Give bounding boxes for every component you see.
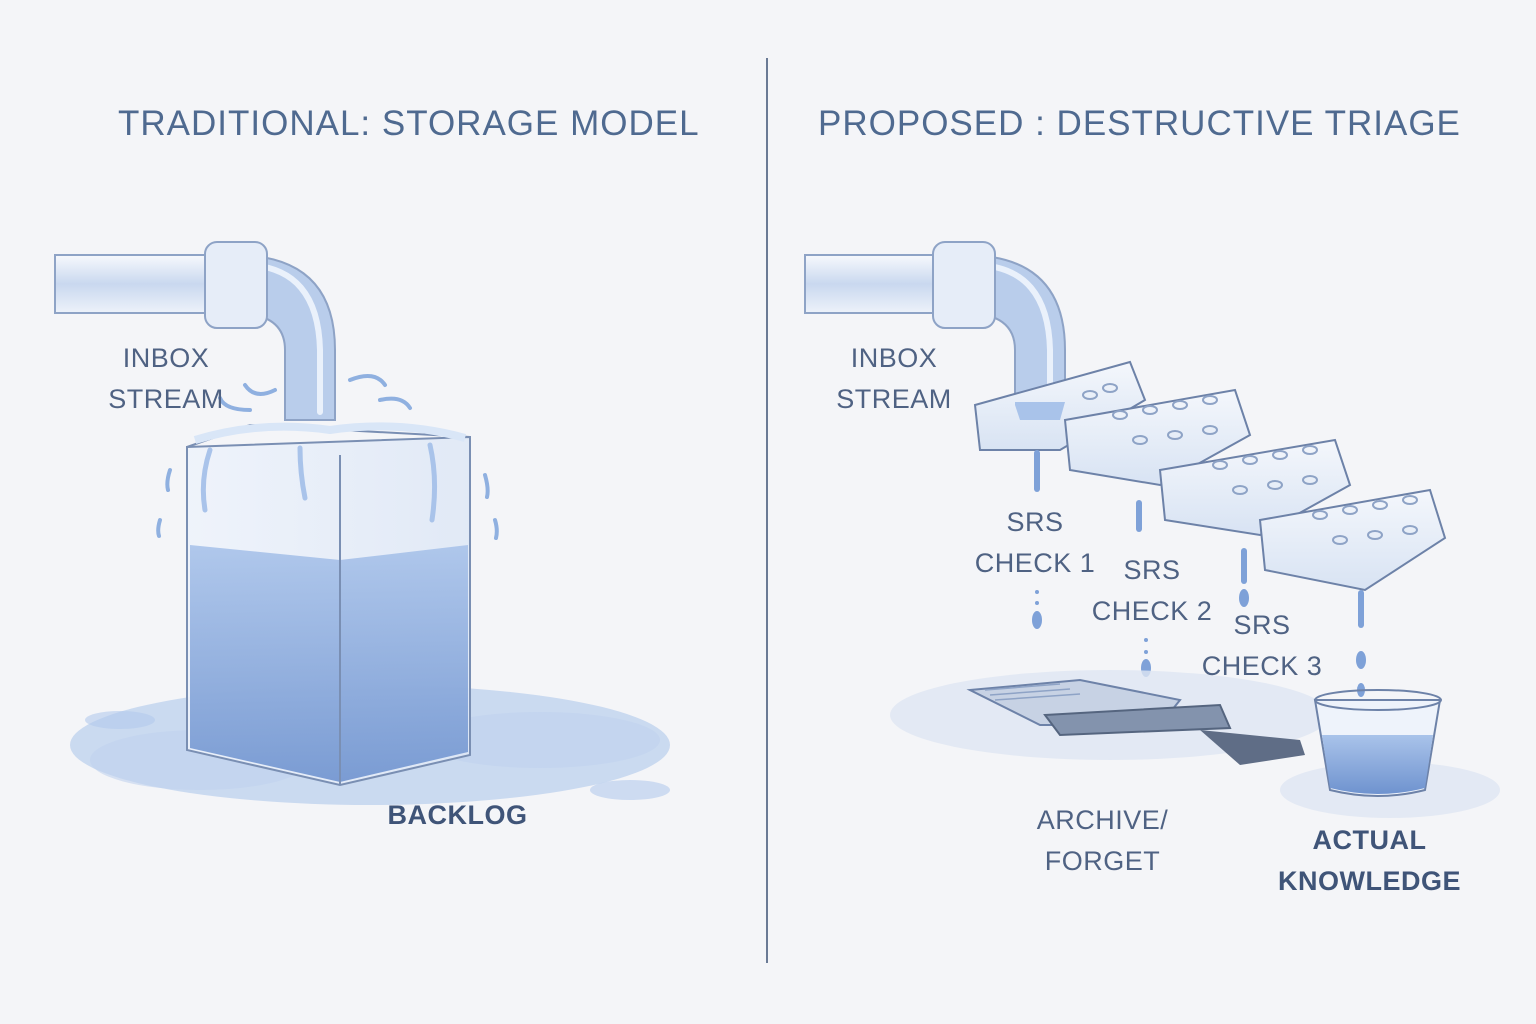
left-inbox-label: INBOX STREAM [108, 343, 224, 414]
right-title: PROPOSED : DESTRUCTIVE TRIAGE [818, 104, 1461, 143]
check-1-label: SRS CHECK 1 [974, 507, 1096, 578]
triage-sieve-steps [973, 360, 1447, 592]
panel-divider [766, 58, 768, 963]
backlog-label: BACKLOG [387, 800, 528, 830]
knowledge-glass [1280, 689, 1500, 818]
triage-drips [1032, 450, 1366, 717]
right-inbox-label: INBOX STREAM [836, 343, 952, 414]
check-3-label: SRS CHECK 3 [1201, 610, 1323, 681]
right-inbox-pipe [804, 241, 1066, 406]
left-inbox-pipe [54, 241, 336, 421]
archive-shredder [890, 670, 1330, 765]
backlog-tank [156, 374, 499, 787]
left-title: TRADITIONAL: STORAGE MODEL [118, 104, 700, 143]
check-2-label: SRS CHECK 2 [1091, 555, 1213, 626]
archive-forget-label: ARCHIVE/ FORGET [1036, 805, 1169, 876]
actual-knowledge-label: ACTUAL KNOWLEDGE [1278, 825, 1461, 896]
